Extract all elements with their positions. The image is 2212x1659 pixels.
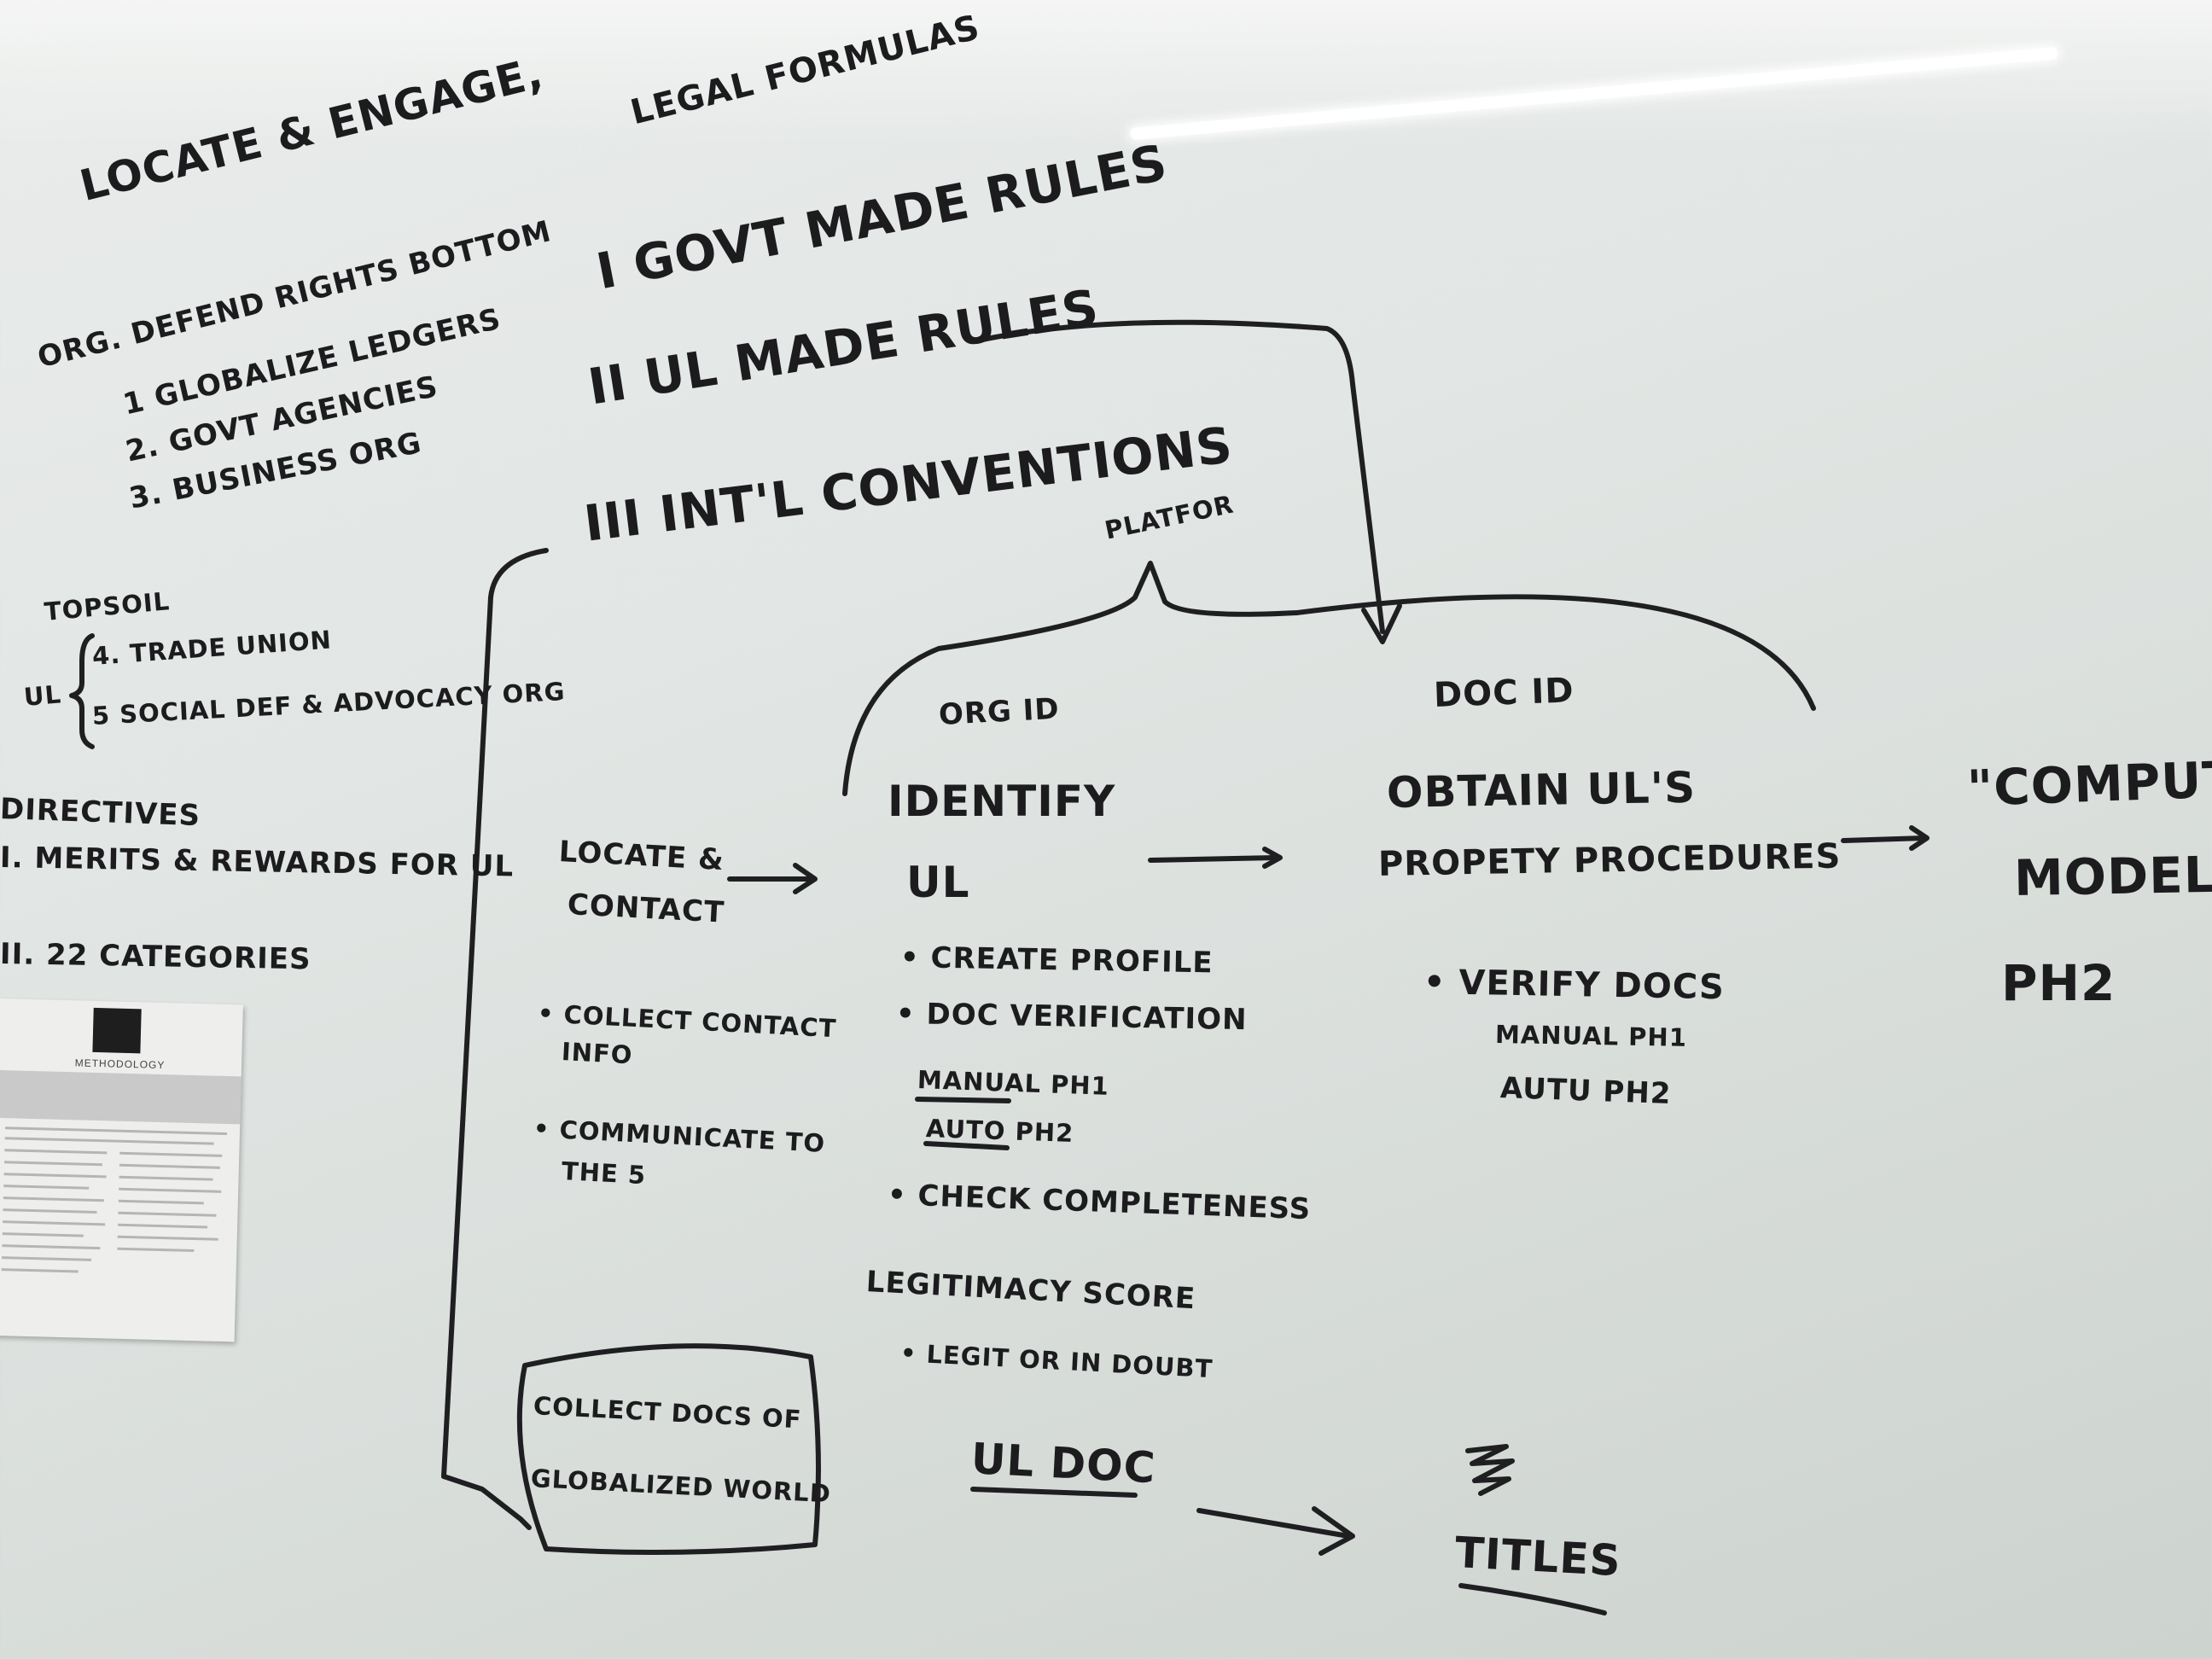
obtain-manual: Manual Ph1 bbox=[1494, 1020, 1688, 1052]
arrow-obtain-compute bbox=[1841, 835, 1927, 843]
compute-title-3: Ph2 bbox=[2001, 954, 2116, 1012]
platform-brace bbox=[842, 561, 1816, 796]
doc-id-header: Doc ID bbox=[1433, 671, 1575, 715]
identify-title-1: Identify bbox=[888, 777, 1116, 826]
paper-text-line bbox=[119, 1175, 213, 1181]
identify-bullet-2: • Doc Verification bbox=[895, 997, 1248, 1038]
titles-label: Titles bbox=[1453, 1528, 1623, 1586]
paper-text-line bbox=[2, 1256, 92, 1261]
obtain-title-2: Propety Procedures bbox=[1377, 836, 1842, 884]
underline-ul-doc bbox=[970, 1487, 1138, 1498]
arrowhead-obtain-compute bbox=[1909, 825, 1930, 851]
ul-doc: UL Doc bbox=[969, 1434, 1157, 1493]
paper-text-line bbox=[3, 1173, 107, 1179]
arrowhead-ul-doc-titles bbox=[1312, 1506, 1355, 1556]
paper-text-line bbox=[118, 1223, 208, 1229]
paper-text-line bbox=[3, 1161, 102, 1167]
directive-2: II. 22 Categories bbox=[0, 937, 311, 977]
obtain-auto: Autu Ph2 bbox=[1499, 1071, 1673, 1111]
ul-rules-arrowhead bbox=[1361, 603, 1402, 644]
compute-title-1: "Comput bbox=[1965, 749, 2212, 818]
paper-logo bbox=[92, 1007, 142, 1054]
obtain-title-1: Obtain UL's bbox=[1386, 762, 1697, 818]
arrowhead-identify-obtain bbox=[1262, 847, 1283, 869]
paper-text-line bbox=[119, 1151, 223, 1157]
underline-titles bbox=[1458, 1583, 1607, 1615]
paper-text-line bbox=[119, 1187, 222, 1193]
obtain-bullet-1: • Verify Docs bbox=[1423, 963, 1726, 1008]
ul-brace bbox=[69, 633, 95, 749]
underline-manual bbox=[915, 1097, 1011, 1103]
paper-text-line bbox=[3, 1220, 106, 1226]
underline-auto bbox=[923, 1141, 1010, 1150]
arrow-identify-obtain bbox=[1148, 855, 1278, 863]
paper-text-line bbox=[4, 1149, 108, 1155]
conventions-connector bbox=[441, 548, 549, 1530]
locate-bullet-4: The 5 bbox=[561, 1156, 647, 1190]
paper-text-line bbox=[118, 1211, 217, 1217]
paper-text-line bbox=[4, 1137, 214, 1145]
paper-text-line bbox=[118, 1199, 204, 1205]
identify-auto: Auto Ph2 bbox=[925, 1114, 1074, 1149]
paper-text-line bbox=[119, 1163, 220, 1169]
paper-text-line bbox=[3, 1196, 104, 1202]
paper-image-band bbox=[0, 1069, 242, 1125]
arrowhead-locate-identify bbox=[793, 863, 818, 894]
paper-text-line bbox=[2, 1244, 101, 1250]
identify-bullet-1: • Create Profile bbox=[899, 940, 1214, 981]
arrow-ul-doc-titles bbox=[1196, 1508, 1351, 1539]
paper-text-line bbox=[4, 1126, 227, 1136]
identify-title-2: UL bbox=[906, 858, 970, 907]
paper-text-line bbox=[2, 1232, 84, 1237]
directives-label: Directives bbox=[0, 792, 201, 834]
pinned-paper-sheet: METHODOLOGY bbox=[0, 998, 243, 1342]
paper-text-line bbox=[117, 1235, 218, 1241]
locate-bullet-2: Info bbox=[561, 1037, 634, 1070]
ul-label: UL bbox=[22, 679, 63, 712]
org-id-header: Org ID bbox=[937, 691, 1061, 732]
paper-text-line bbox=[1, 1268, 79, 1273]
scribble bbox=[1465, 1444, 1515, 1496]
collect-docs-box bbox=[516, 1343, 821, 1555]
paper-text-line bbox=[3, 1208, 97, 1214]
compute-title-2: Model bbox=[2013, 845, 2212, 907]
paper-text-line bbox=[117, 1247, 195, 1253]
paper-text-line bbox=[3, 1185, 90, 1190]
ul-rules-arrow bbox=[972, 319, 1385, 634]
